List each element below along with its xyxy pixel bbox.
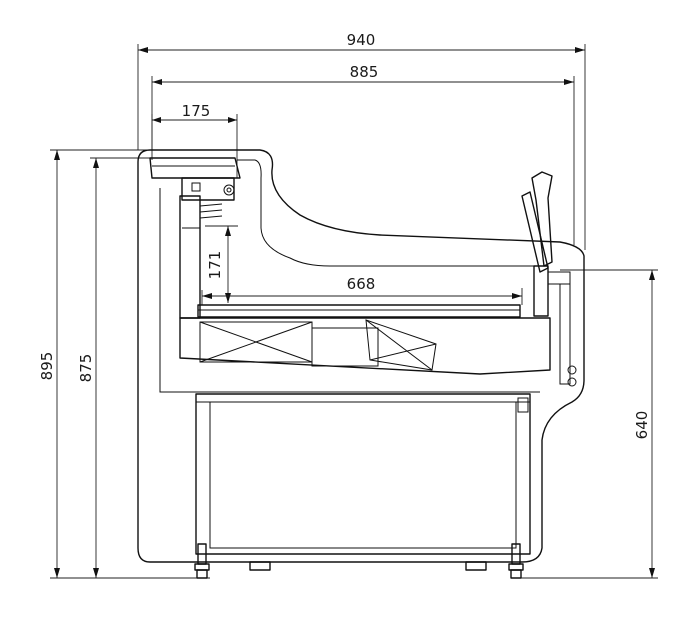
foot-right-base (508, 563, 524, 571)
arrow-left (202, 293, 212, 299)
well-floor (197, 304, 521, 318)
dimension-overall-depth: 940 (137, 31, 586, 250)
arrow-bottom (54, 568, 60, 578)
dimension-label-875: 875 (77, 354, 95, 383)
arrow-bottom (93, 568, 99, 578)
dimension-label-940: 940 (347, 31, 376, 49)
dimension-inner-clearance: 171 (205, 225, 238, 303)
dimension-label-895: 895 (38, 352, 56, 381)
fan-line-2 (199, 209, 223, 213)
bracket-fastener (191, 182, 201, 192)
fan-line-3 (199, 215, 223, 219)
rear-column-outline (179, 195, 201, 319)
foot-left-base (194, 563, 210, 571)
arrow-right (564, 79, 574, 85)
cabinet-outer-contour (137, 149, 585, 563)
front-rail (559, 283, 571, 385)
arrow-right (228, 117, 237, 123)
base-frame-inner (209, 401, 517, 549)
cabinet-body (137, 149, 585, 563)
front-knob-1 (567, 365, 577, 375)
dimension-label-885: 885 (350, 63, 379, 81)
base-frame-outline (195, 393, 531, 555)
lamp-center (226, 187, 232, 193)
cross-support-left (249, 561, 271, 571)
display-well (197, 304, 521, 318)
front-clamp (547, 271, 571, 285)
arrow-top (54, 150, 60, 160)
arrow-top (649, 270, 655, 280)
dimension-label-640: 640 (633, 411, 651, 440)
base-frame (195, 393, 531, 555)
arrow-bottom (225, 293, 231, 303)
base-bracket (517, 397, 529, 413)
dimension-label-175: 175 (182, 102, 211, 120)
cross-support-right (465, 561, 487, 571)
dimension-label-668: 668 (347, 275, 376, 293)
top-shelf (149, 157, 241, 219)
fan-cross-a (365, 319, 433, 371)
dimension-well-depth: 668 (201, 275, 523, 305)
rear-column (179, 195, 201, 319)
dimension-top-shelf: 175 (151, 102, 238, 178)
feet (194, 543, 524, 579)
foot-right-pad (510, 569, 522, 579)
lamp-icon (223, 184, 235, 196)
fan-line-1 (199, 203, 223, 207)
dimension-label-171: 171 (206, 251, 224, 280)
front-glass-upper (531, 171, 553, 267)
dimension-counter-height: 640 (520, 269, 658, 579)
front-glass (521, 171, 577, 387)
top-shelf-outline (149, 157, 241, 179)
arrow-top (93, 158, 99, 168)
dimension-body-depth: 885 (151, 63, 575, 245)
arrow-left (138, 47, 148, 53)
front-knob-2 (567, 377, 577, 387)
dimension-body-height: 875 (77, 157, 150, 578)
fan-cross-b (369, 343, 437, 361)
arrow-left (152, 79, 162, 85)
arrow-left (152, 117, 161, 123)
evaporator-outline (179, 317, 551, 375)
arrow-top (225, 226, 231, 236)
evaporator-cross-b (199, 321, 313, 363)
evaporator-box-2 (311, 327, 379, 367)
foot-left-pad (196, 569, 208, 579)
cabinet-inner-contour (237, 159, 538, 267)
dimension-overall-height: 895 (38, 149, 210, 579)
front-glass-pane (521, 191, 549, 273)
front-post (533, 265, 549, 317)
arrow-bottom (649, 568, 655, 578)
evaporator-section (179, 317, 551, 375)
arrow-right (512, 293, 522, 299)
arrow-right (575, 47, 585, 53)
